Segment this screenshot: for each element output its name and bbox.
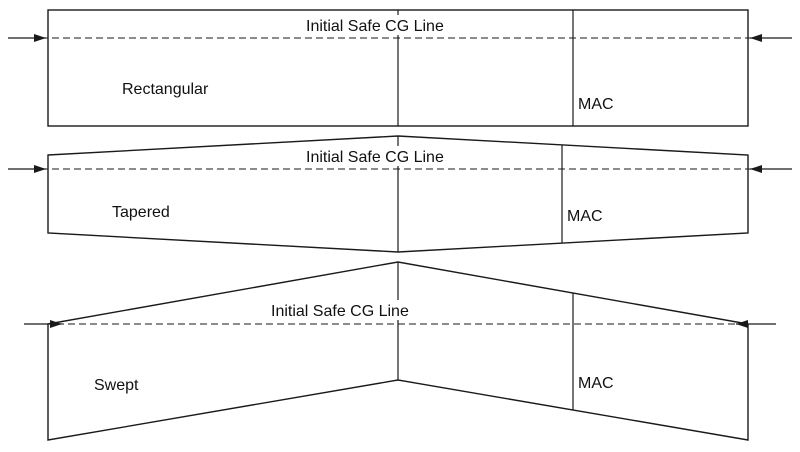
swept-wing-label: Swept — [94, 377, 139, 394]
swept-wing-diagram: Initial Safe CG Line Swept MAC — [24, 261, 776, 441]
tapered-cg-label: Initial Safe CG Line — [306, 149, 444, 166]
tapered-wing-diagram: Initial Safe CG Line Tapered MAC — [8, 135, 792, 253]
rectangular-cg-label: Initial Safe CG Line — [306, 18, 444, 35]
swept-cg-label: Initial Safe CG Line — [271, 303, 409, 320]
tapered-wing-label: Tapered — [112, 204, 170, 221]
rectangular-cg-label-bg — [304, 15, 472, 35]
tapered-mac-label: MAC — [567, 208, 603, 225]
swept-mac-label: MAC — [578, 375, 614, 392]
rectangular-wing-diagram: Initial Safe CG Line Rectangular MAC — [8, 9, 792, 127]
rectangular-wing-label: Rectangular — [122, 81, 209, 98]
tapered-cg-label-bg — [304, 146, 472, 166]
swept-cg-label-bg — [268, 300, 440, 320]
rectangular-mac-label: MAC — [578, 96, 614, 113]
